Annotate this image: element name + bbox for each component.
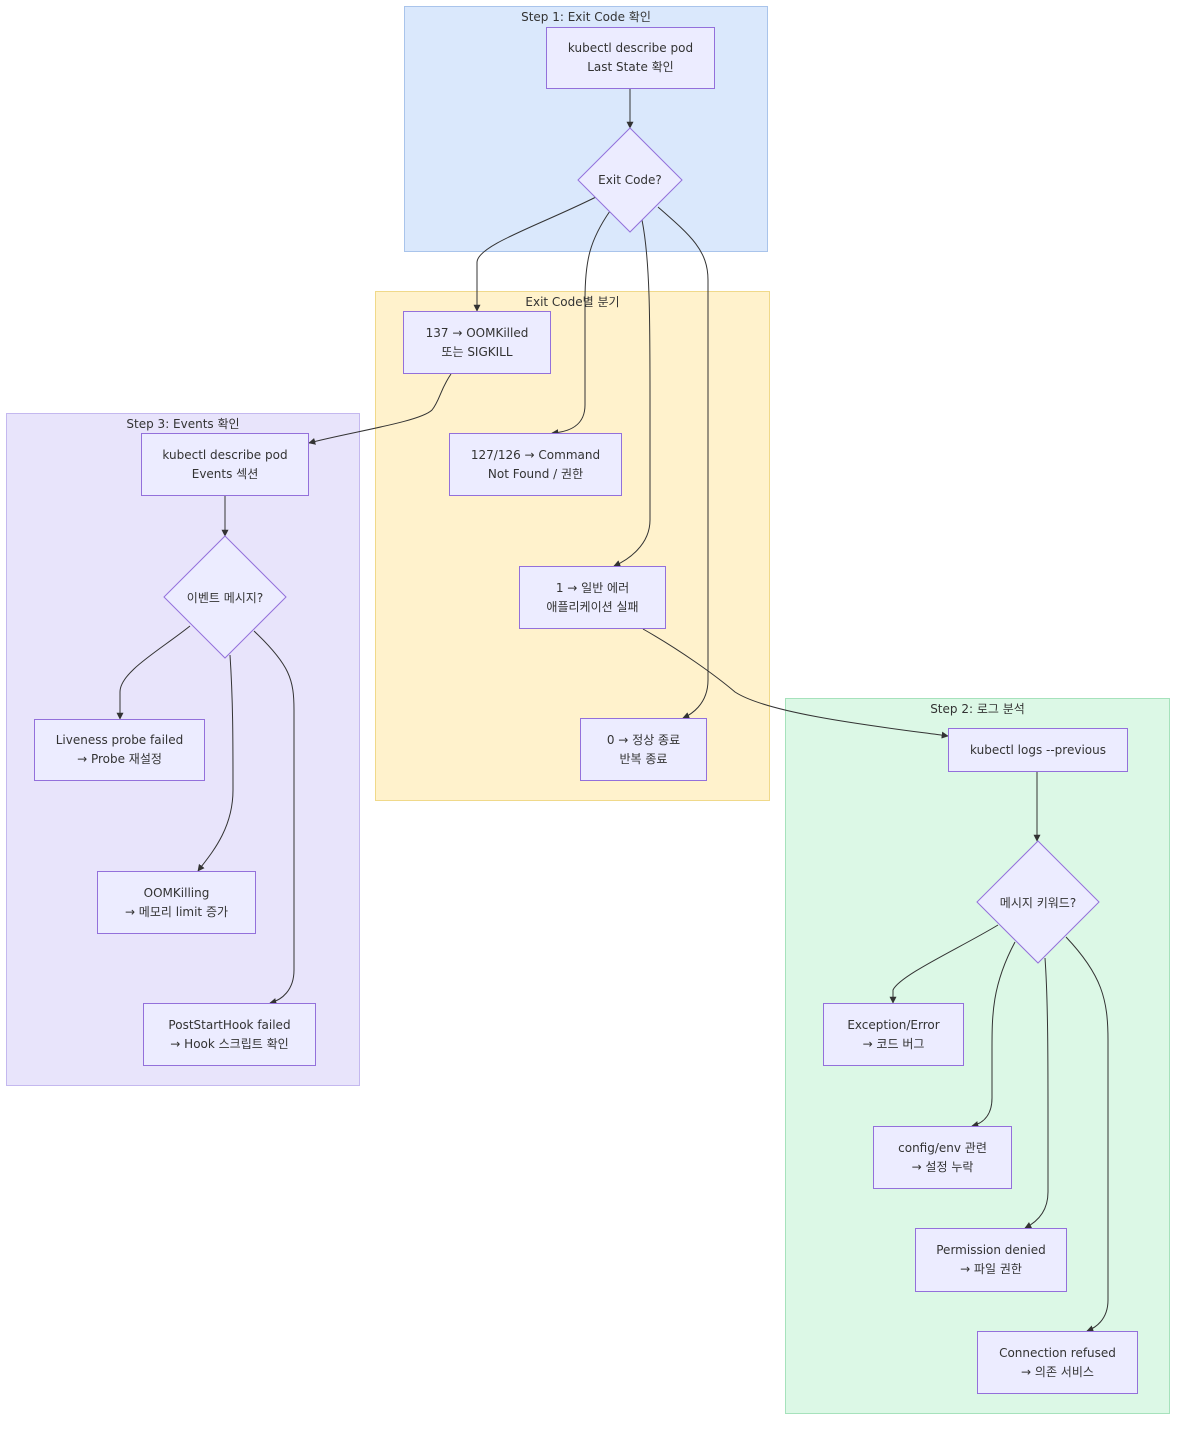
node-code-0: 0 → 정상 종료 반복 종료	[580, 718, 707, 781]
node-liveness-failed-line2: → Probe 재설정	[77, 752, 162, 766]
node-code-127-line1: 127/126 → Command	[470, 447, 601, 462]
node-describe-events-line1: kubectl describe pod	[162, 447, 288, 462]
edge-eventq-to-liveness	[116, 625, 191, 720]
node-code-127: 127/126 → Command Not Found / 권한	[449, 433, 622, 496]
node-liveness-failed: Liveness probe failed → Probe 재설정	[34, 719, 205, 781]
edge-keywordq-to-config	[971, 941, 1016, 1128]
node-describe-last-state-line2: Last State 확인	[587, 60, 674, 74]
keyword-question: 메시지 키워드?	[999, 895, 1077, 910]
event-message-question: 이벤트 메시지?	[186, 590, 264, 605]
node-config-env-line1: config/env 관련	[898, 1140, 987, 1155]
node-code-137-line1: 137 → OOMKilled	[425, 325, 529, 340]
node-code-1: 1 → 일반 에러 애플리케이션 실패	[519, 566, 666, 629]
node-permission-denied-line1: Permission denied	[936, 1243, 1046, 1257]
node-code-137-line2: 또는 SIGKILL	[441, 344, 513, 359]
node-liveness-failed-line1: Liveness probe failed	[55, 733, 184, 747]
diamond-keyword	[976, 840, 1100, 964]
node-exception-error-line1: Exception/Error	[847, 1017, 940, 1032]
node-code-127-line2: Not Found / 권한	[487, 466, 584, 481]
edge-exitcode-to-1	[613, 219, 651, 567]
edge-137-to-events	[308, 373, 452, 445]
node-config-env: config/env 관련 → 설정 누락	[873, 1126, 1012, 1189]
node-permission-denied: Permission denied → 파일 권한	[915, 1228, 1067, 1292]
node-describe-last-state: kubectl describe pod Last State 확인	[546, 27, 715, 89]
node-exception-error-line2: → 코드 버그	[862, 1036, 925, 1051]
edge-keywordq-to-exception	[889, 924, 999, 1004]
edge-keywordq-to-permission	[1024, 957, 1049, 1229]
node-connection-refused-line1: Connection refused	[999, 1345, 1116, 1360]
edge-exitcode-to-137	[473, 196, 597, 312]
node-logs-previous: kubectl logs --previous	[948, 728, 1128, 772]
node-logs-previous-label: kubectl logs --previous	[970, 742, 1106, 757]
cluster-exit-code-branch: Exit Code별 분기	[375, 291, 770, 801]
node-code-1-line2: 애플리케이션 실패	[546, 599, 639, 614]
node-code-0-line1: 0 → 정상 종료	[606, 732, 681, 747]
cluster-branch-title: Exit Code별 분기	[525, 295, 620, 309]
cluster-step3-title: Step 3: Events 확인	[126, 417, 240, 431]
node-code-1-line1: 1 → 일반 에러	[555, 580, 630, 595]
edge-eventq-to-poststart	[253, 630, 295, 1005]
edge-exitcode-to-0	[657, 206, 709, 719]
node-oomkilling: OOMKilling → 메모리 limit 증가	[97, 871, 256, 934]
node-permission-denied-line2: → 파일 권한	[960, 1262, 1022, 1276]
node-config-env-line2: → 설정 누락	[911, 1159, 974, 1174]
node-poststarthook-failed: PostStartHook failed → Hook 스크립트 확인	[143, 1003, 316, 1066]
diamond-event-message	[163, 535, 287, 659]
edge-exitcode-to-127	[551, 210, 611, 437]
node-code-0-line2: 반복 종료	[619, 751, 668, 766]
node-describe-last-state-line1: kubectl describe pod	[567, 41, 694, 55]
node-connection-refused-line2: → 의존 서비스	[1021, 1364, 1094, 1379]
cluster-step2-title: Step 2: 로그 분석	[930, 702, 1025, 716]
cluster-step2: Step 2: 로그 분석	[785, 698, 1170, 1414]
edge-keywordq-to-connection	[1065, 936, 1109, 1333]
node-poststarthook-failed-line2: → Hook 스크립트 확인	[170, 1036, 289, 1051]
node-describe-events-line2: Events 섹션	[191, 466, 259, 481]
edge-eventq-to-oomkilling	[197, 654, 234, 872]
node-oomkilling-line2: → 메모리 limit 증가	[124, 904, 229, 919]
node-exception-error: Exception/Error → 코드 버그	[823, 1003, 964, 1066]
node-connection-refused: Connection refused → 의존 서비스	[977, 1331, 1138, 1394]
cluster-step1-title: Step 1: Exit Code 확인	[521, 10, 651, 24]
node-code-137: 137 → OOMKilled 또는 SIGKILL	[403, 311, 551, 374]
node-describe-events: kubectl describe pod Events 섹션	[141, 433, 309, 496]
node-oomkilling-line1: OOMKilling	[143, 885, 210, 900]
edge-1-to-logs	[642, 628, 949, 739]
diamond-exit-code	[577, 127, 683, 233]
exit-code-question: Exit Code?	[598, 173, 662, 187]
node-poststarthook-failed-line1: PostStartHook failed	[168, 1017, 291, 1032]
